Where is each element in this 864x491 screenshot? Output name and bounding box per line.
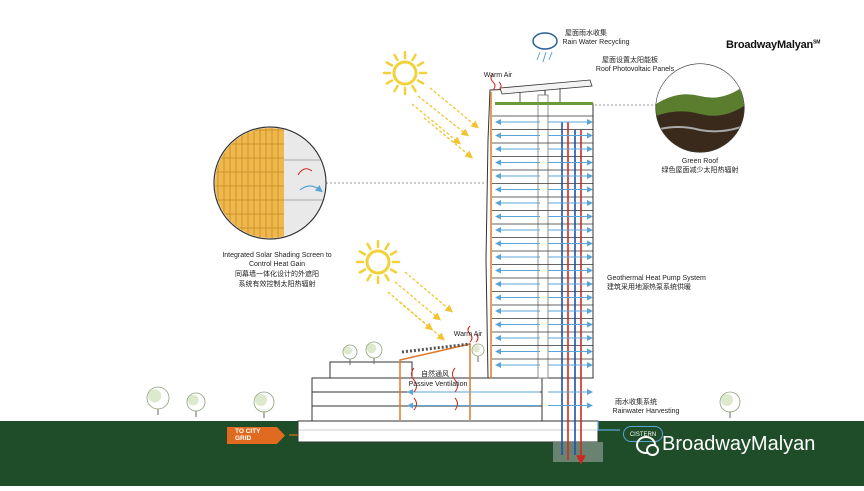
pv-panels-label-en: Roof Photovoltaic Panels: [595, 66, 675, 73]
rain-recycling-label-cn: 屋面雨水收集: [565, 30, 607, 37]
brand-mark: SM: [813, 39, 821, 46]
grid-label: GRID: [235, 435, 252, 442]
passive-vent-label-cn: 自然通风: [421, 371, 449, 378]
tower-floors: [492, 115, 593, 360]
shading-label-cn-1: 同幕墙一体化设计的外遮阳: [235, 271, 319, 278]
rain-recycling-label-en: Rain Water Recycling: [562, 39, 630, 46]
geothermal-label-cn: 建筑采用地源热泵系统供暖: [607, 284, 691, 291]
shading-label-en-2: Control Heat Gain: [248, 261, 306, 268]
solar-shading-detail: [213, 126, 327, 240]
green-roof-label-en: Green Roof: [681, 158, 719, 165]
green-roof-detail: [655, 63, 745, 153]
geothermal-label-en: Geothermal Heat Pump System: [607, 275, 706, 282]
heat-pump-well: [553, 442, 603, 462]
green-roof-label-cn: 绿色屋面减少太阳热辐射: [661, 167, 739, 174]
to-city-grid-tag: TO CITY GRID: [227, 427, 285, 444]
warm-air-label-mid: Warm Air: [453, 331, 483, 338]
pv-panels-label-cn: 屋面设置太阳能板: [602, 57, 658, 64]
rainwater-harvest-label-cn: 雨水收集系统: [615, 399, 657, 406]
solar-rays: [387, 87, 480, 341]
atrium-canopy: [399, 342, 471, 420]
warm-air-arrows: [467, 73, 502, 343]
tower: [485, 87, 594, 379]
brand-logo: BroadwayMalyanSM: [726, 39, 820, 51]
trees: [146, 341, 741, 418]
cistern-feed: [597, 420, 620, 431]
watermark-text: BroadwayMalyan: [662, 433, 816, 455]
shading-label-cn-2: 系统有效控制太阳热辐射: [238, 281, 316, 288]
rainwater-harvest-label-en: Rainwater Harvesting: [612, 408, 680, 415]
warm-air-label-top: Warm Air: [483, 72, 513, 79]
basement: [297, 420, 599, 443]
passive-vent-label-en: Passive Ventilation: [408, 381, 468, 388]
shading-label-en-1: Integrated Solar Shading Screen to: [222, 252, 332, 259]
wechat-icon: [636, 435, 659, 456]
to-city-label: TO CITY: [235, 428, 261, 435]
watermark: BroadwayMalyan: [636, 433, 815, 456]
sun-icon: [355, 239, 401, 285]
sun-icon: [382, 50, 428, 96]
pipe-supply: [561, 122, 576, 455]
brand-name: BroadwayMalyan: [726, 39, 814, 51]
podium-vent-arrows: [411, 367, 458, 411]
rain-cloud-icon: [532, 32, 558, 63]
roof-green: [495, 102, 593, 105]
ventilation-arrows: [407, 119, 593, 409]
